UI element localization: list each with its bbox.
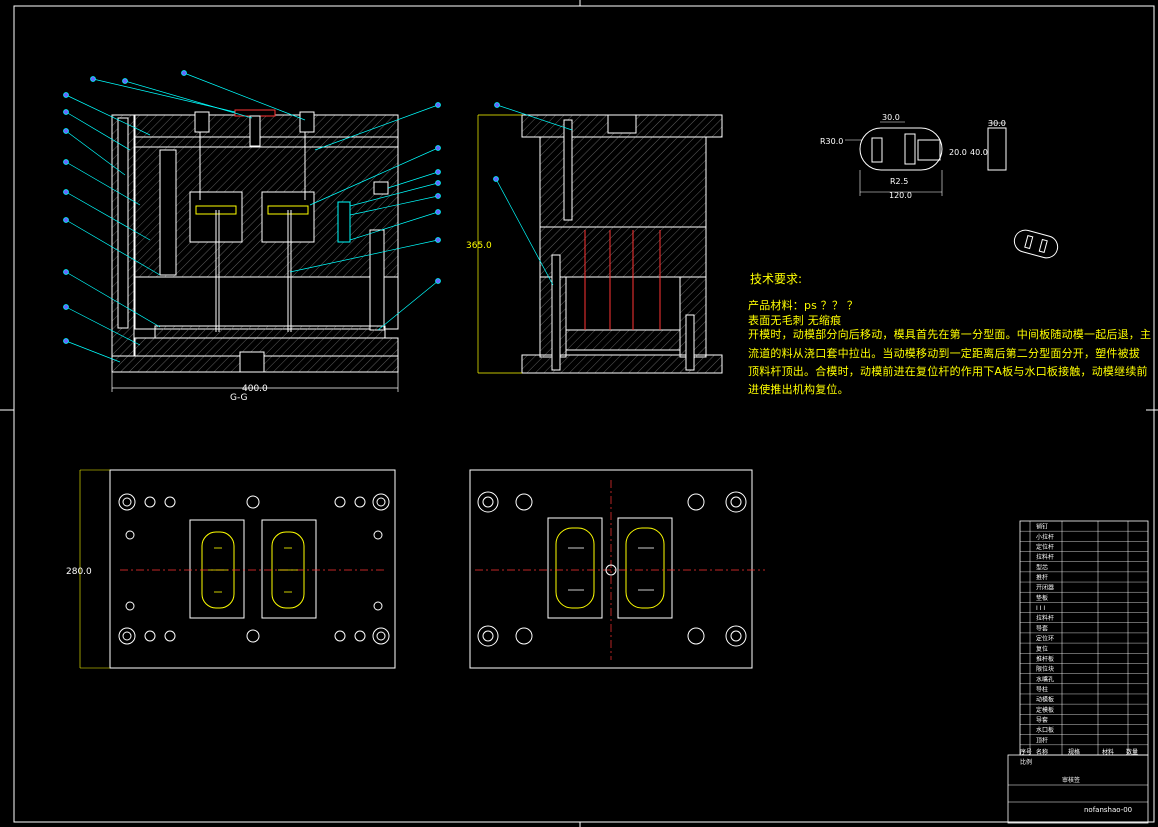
detail-dim-radius: R30.0: [820, 137, 843, 146]
bom-item-name: 定位杆: [1036, 543, 1054, 551]
bom-item-name: 导套: [1036, 716, 1048, 724]
plan-height-dim: 280.0: [66, 567, 92, 577]
bom-item-name: 小拉杆: [1036, 533, 1054, 541]
bom-header-cell: 数量: [1126, 748, 1138, 756]
bom-item-name: I I I: [1036, 605, 1045, 612]
bom-item-name: 开闭器: [1036, 584, 1054, 592]
tech-title: 技术要求:: [750, 272, 803, 286]
front-section-view: [63, 70, 441, 392]
drawing-number: nofanshao-00: [1084, 806, 1132, 814]
bom-item-name: 水口板: [1036, 726, 1054, 734]
plan-view-moving: [79, 469, 396, 669]
detail-dim-inner-radius: R2.5: [890, 177, 908, 186]
bom-item-name: 定模板: [1036, 706, 1054, 714]
bom-header-cell: 材料: [1102, 748, 1114, 756]
bom-sign-label: 比例: [1020, 758, 1032, 766]
bom-design-label: 审核签: [1062, 776, 1080, 784]
bom-item-name: 拉料杆: [1036, 553, 1054, 561]
bom-header-cell: 名称: [1036, 748, 1048, 756]
bom-item-name: 拉料杆: [1036, 614, 1054, 622]
detail-dim-side: 20.0: [949, 148, 967, 157]
detail-dim-width: 120.0: [889, 191, 912, 200]
detail-dim-thickness: 30.0: [988, 119, 1006, 128]
bom-item-name: 动模板: [1036, 696, 1054, 704]
bom-item-name: 定位环: [1036, 635, 1054, 643]
bom-item-name: 导套: [1036, 624, 1048, 632]
plan-view-fixed: [469, 469, 765, 669]
side-section-view: [477, 102, 723, 374]
detail-dim-side-height: 40.0: [970, 148, 988, 157]
side-height-dim: 365.0: [466, 241, 492, 251]
bom-item-name: 销钉: [1036, 523, 1048, 531]
bom-header-cell: 序号: [1020, 748, 1032, 756]
bom-item-name: 推杆板: [1036, 655, 1054, 663]
section-label: G-G: [230, 393, 248, 403]
tech-line-surface: 表面无毛刺 无缩痕: [748, 314, 842, 327]
bom-item-name: 垫板: [1036, 594, 1048, 602]
tech-line-6: 进使推出机构复位。: [748, 383, 849, 396]
detail-dim-top: 30.0: [882, 113, 900, 122]
front-width-dim: 400.0: [242, 384, 268, 394]
bom-item-name: 顶杆: [1036, 736, 1048, 744]
tech-line-4: 流道的料从浇口套中拉出。当动模移动到一定距离后第二分型面分开，塑件被拔: [748, 347, 1140, 360]
bom-item-name: 水嘴孔: [1036, 675, 1054, 683]
bom-item-name: 复位: [1036, 645, 1048, 653]
drawing-border: [13, 5, 1155, 823]
tech-line-material: 产品材料：ps ？？ ？: [748, 299, 859, 312]
bom-item-name: 限位块: [1036, 665, 1054, 673]
bom-item-name: 导柱: [1036, 685, 1048, 693]
tech-line-3: 开模时，动模部分向后移动，模具首先在第一分型面。中间板随动模一起后退，主: [748, 328, 1152, 341]
bom-header-cell: 规格: [1068, 748, 1080, 756]
part-detail: [845, 121, 1059, 259]
bom-item-name: 型芯: [1036, 563, 1048, 571]
tech-line-5: 顶料杆顶出。合模时，动模前进在复位杆的作用下A板与水口板接触，动模继续前: [748, 365, 1148, 378]
bom-item-name: 推杆: [1036, 574, 1048, 582]
